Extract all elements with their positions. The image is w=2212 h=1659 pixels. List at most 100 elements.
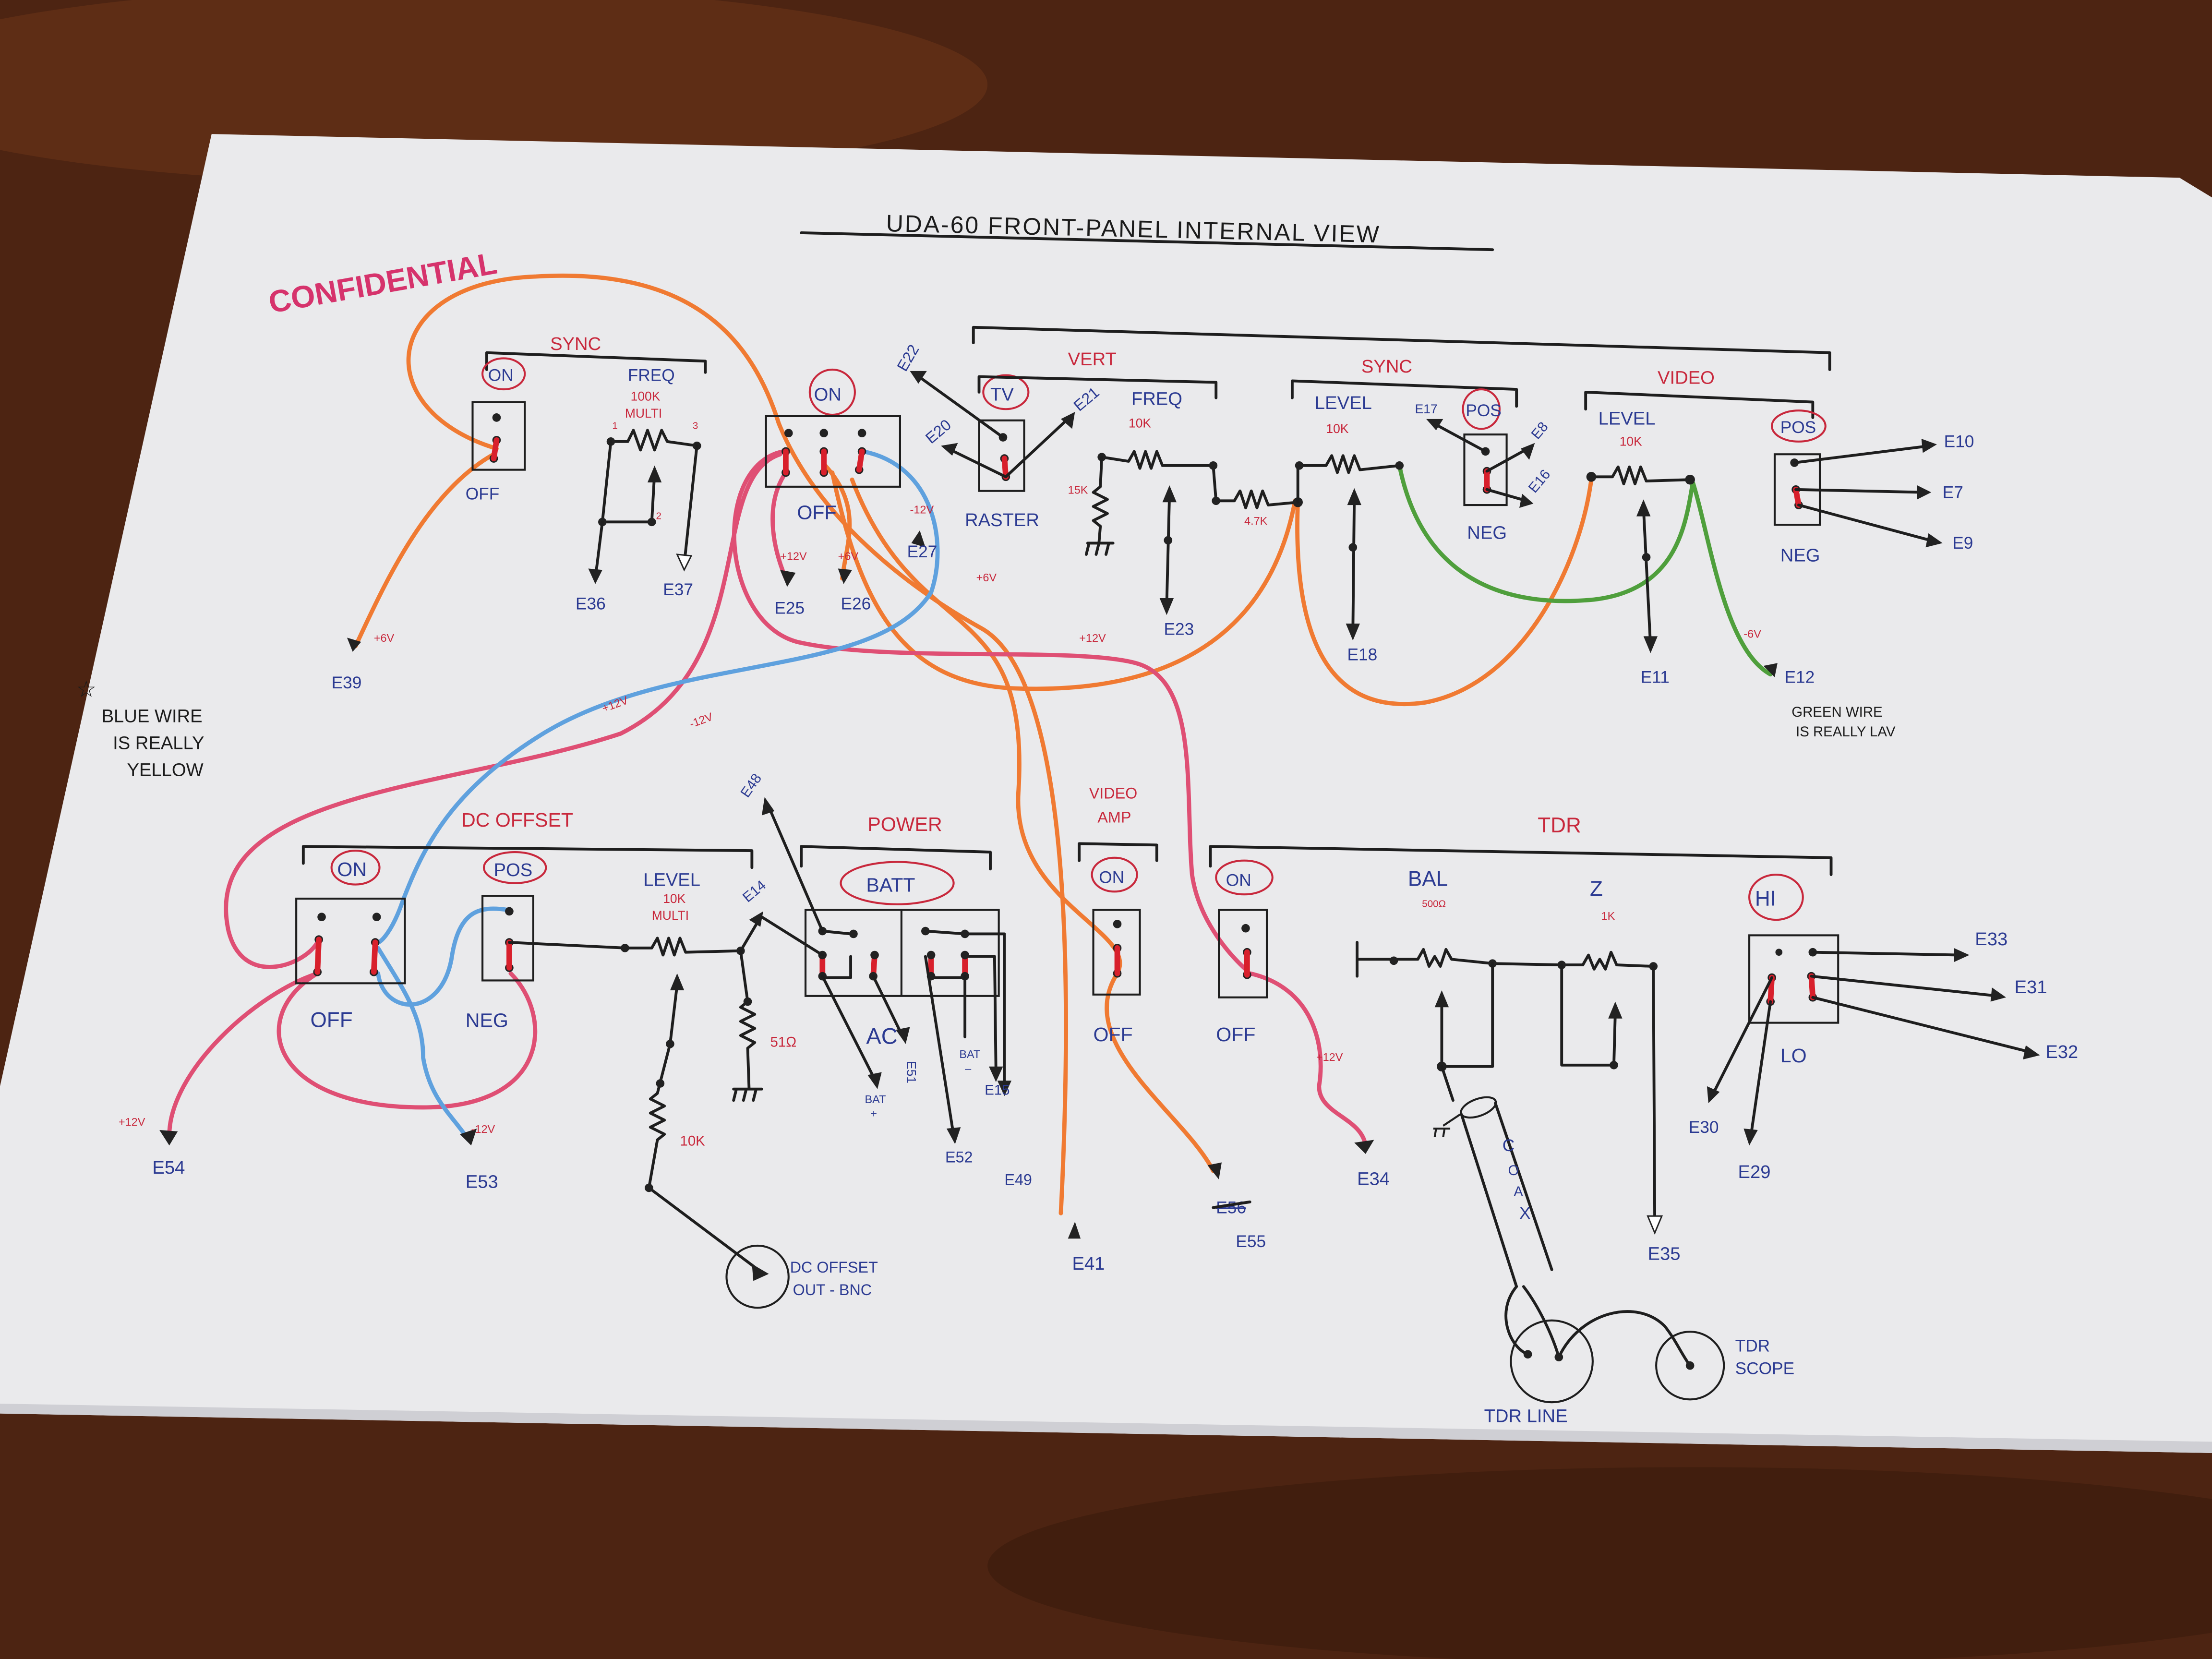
red-wire <box>1248 971 1368 1148</box>
terminal-e51: E51 <box>904 1061 919 1083</box>
pin-label: 1 <box>612 420 617 431</box>
raster-label: RASTER <box>965 510 1039 530</box>
output-resistor <box>647 1042 763 1274</box>
toggle-switch[interactable] <box>481 895 534 982</box>
pos-label: POS <box>1466 401 1501 420</box>
batt-label: BATT <box>866 874 915 896</box>
neg-label: NEG <box>1780 545 1820 566</box>
note-line: BLUE WIRE <box>102 706 203 727</box>
orange-wire <box>823 463 852 581</box>
bat-plus-label: BAT <box>865 1093 886 1106</box>
voltage-label: +12V <box>1079 632 1106 644</box>
terminal-e37: E37 <box>663 580 693 599</box>
batt-circle <box>840 861 955 905</box>
red-wire <box>224 452 782 969</box>
terminal-e27: E27 <box>907 542 938 561</box>
terminal-e53: E53 <box>466 1171 498 1192</box>
section-bracket <box>1290 379 1518 408</box>
z-value: 1K <box>1601 910 1615 922</box>
neg-label: NEG <box>466 1009 508 1031</box>
on-label: ON <box>1099 868 1124 887</box>
voltage-label: -12V <box>471 1123 495 1135</box>
wiper <box>601 440 656 524</box>
off-label: OFF <box>1094 1023 1133 1046</box>
terminal-e30: E30 <box>1689 1118 1719 1137</box>
terminal-e12: E12 <box>1785 668 1815 686</box>
freq-label: FREQ <box>1131 388 1182 409</box>
triple-toggle-switch[interactable] <box>765 415 901 488</box>
terminal-e49: E49 <box>1004 1171 1032 1189</box>
note-line: IS REALLY <box>113 733 204 753</box>
level-value: 10K <box>1620 434 1642 449</box>
section-bracket <box>1078 842 1158 862</box>
tdr-scope-label: TDR <box>1735 1336 1770 1355</box>
section-label: VIDEO <box>1658 367 1715 388</box>
terminal-e55: E55 <box>1236 1232 1266 1251</box>
sync-right-section: SYNC LEVEL 10K E18 E17 POS E8 E16 NEG <box>1290 356 1553 664</box>
pos-circle <box>482 851 547 884</box>
terminal-e36: E36 <box>576 595 606 613</box>
coax-letter: A <box>1514 1184 1523 1200</box>
pos-label: POS <box>494 860 533 880</box>
on-label: ON <box>337 858 367 880</box>
bnc-label: OUT - BNC <box>793 1281 872 1298</box>
bat-plus-sign: + <box>870 1107 877 1120</box>
toggle-switch[interactable] <box>471 401 526 471</box>
section-label: DC OFFSET <box>461 809 573 831</box>
coax-letter: X <box>1519 1204 1531 1223</box>
bal-value: 500Ω <box>1422 899 1446 910</box>
main-switch-section: ON OFF E25 E26 E27 +12V +6V -12V +6V +12… <box>765 368 1106 644</box>
on-label: ON <box>488 366 514 385</box>
terminal-e25: E25 <box>774 599 805 617</box>
terminal-e52: E52 <box>945 1149 973 1166</box>
level-potentiometer <box>507 937 742 957</box>
green-wire-note: IS REALLY LAV <box>1796 724 1896 740</box>
toggle-switch[interactable] <box>1092 909 1141 996</box>
terminal-e41: E41 <box>1072 1253 1105 1274</box>
voltage-label: +6V <box>374 632 395 644</box>
double-toggle-switch[interactable] <box>295 897 406 985</box>
level-value: 10K <box>663 891 685 906</box>
voltage-label: -12V <box>910 504 934 516</box>
coax-cable <box>1440 1065 1553 1288</box>
resistor-value: 15K <box>1068 484 1088 496</box>
off-label: OFF <box>797 501 836 523</box>
voltage-label: +12V <box>780 550 807 563</box>
section-bracket <box>800 845 992 871</box>
freq-potentiometer <box>609 429 698 452</box>
terminal-e26: E26 <box>841 595 871 613</box>
red-wire <box>276 971 538 1110</box>
pot-wipers <box>1440 962 1617 1068</box>
note-line: YELLOW <box>127 759 203 780</box>
tdr-scope-connector <box>1655 1331 1725 1401</box>
tv-label: TV <box>990 385 1014 405</box>
hi-circle <box>1748 873 1804 921</box>
on-circle <box>1091 856 1138 893</box>
terminal-e32: E32 <box>2045 1042 2078 1062</box>
toggle-switch[interactable] <box>1218 909 1268 998</box>
freq-label: FREQ <box>628 366 675 385</box>
tdr-section: TDR ON OFF +12V E34 BAL 500Ω Z 1K E35 C … <box>1209 814 2078 1426</box>
carpet-texture <box>987 1467 2212 1659</box>
bat-minus-label: BAT <box>959 1048 980 1060</box>
terminal-e31: E31 <box>2015 977 2047 998</box>
toggle-switch[interactable] <box>1463 433 1508 506</box>
terminal-e15: E15 <box>985 1082 1010 1098</box>
voltage-label: +12V <box>119 1116 145 1128</box>
section-bracket <box>301 845 754 869</box>
bnc-connector <box>725 1244 790 1309</box>
level-potentiometer <box>1296 454 1401 504</box>
resistor-value: 4.7K <box>1244 515 1268 527</box>
orange-wire <box>406 273 1068 1215</box>
bat-minus-sign: – <box>965 1062 972 1074</box>
voltage-label: -6V <box>1743 627 1761 640</box>
blue-wire <box>376 906 510 1007</box>
toggle-switch[interactable] <box>978 419 1025 492</box>
terminal-e7: E7 <box>1943 483 1963 502</box>
section-label: VIDEO <box>1089 784 1138 802</box>
section-label: VERT <box>1068 349 1117 370</box>
tdr-line-connector <box>1510 1319 1594 1404</box>
off-label: OFF <box>311 1008 353 1032</box>
voltage-label: +6V <box>976 571 997 584</box>
